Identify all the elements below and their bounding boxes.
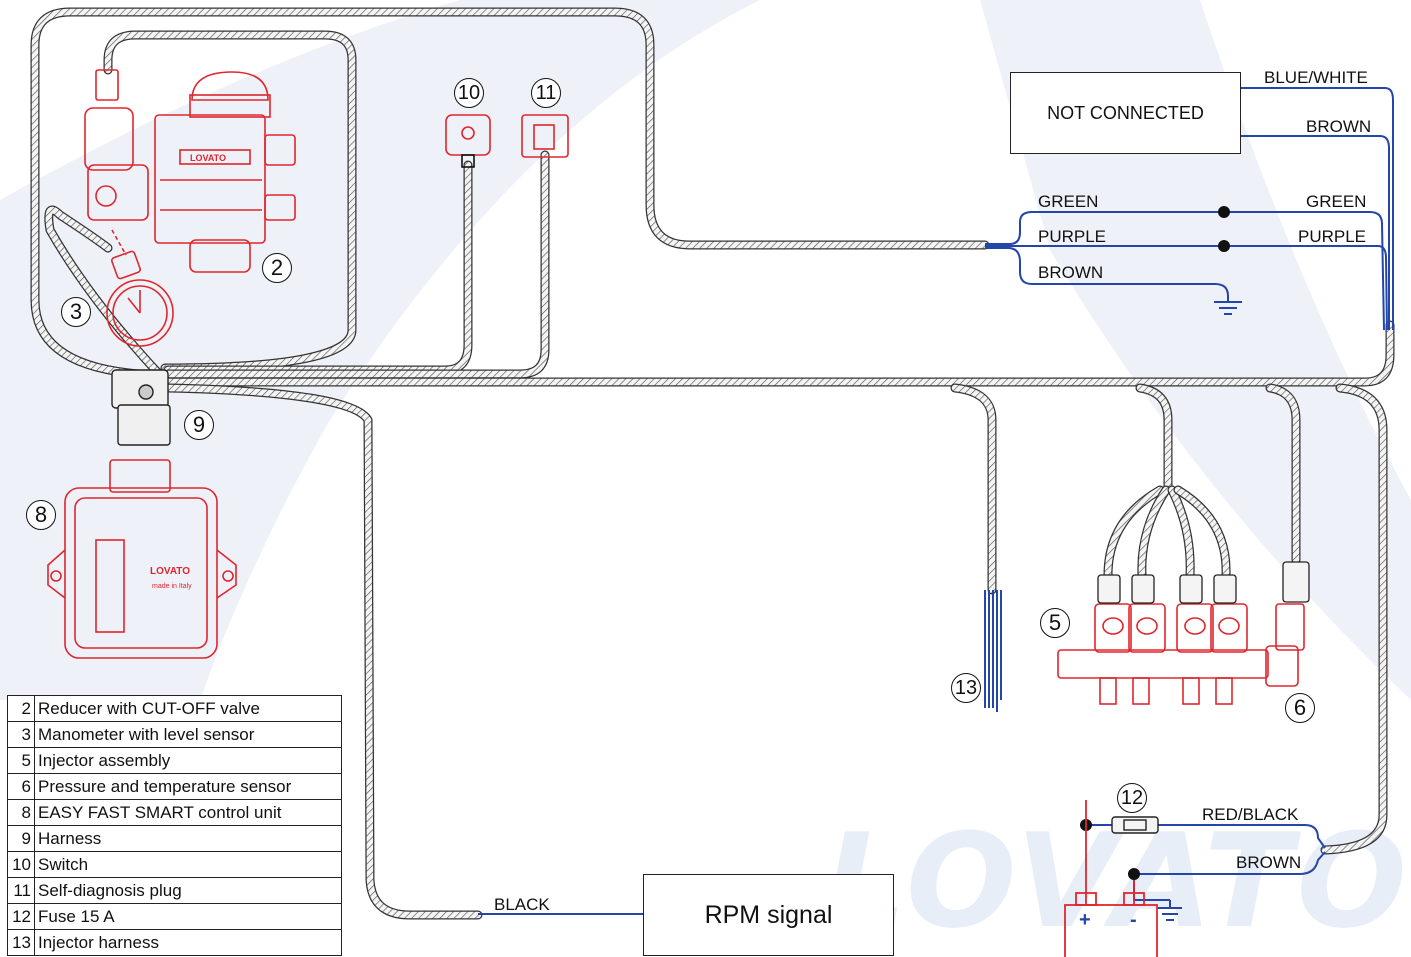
wire-label-purple-left: PURPLE (1038, 227, 1107, 246)
legend-num: 13 (7, 929, 35, 956)
rpm-signal-box: RPM signal (643, 874, 894, 956)
wire-label-red-black: RED/BLACK (1202, 805, 1299, 824)
ecu-logo-text: LOVATO (150, 566, 190, 577)
harness-cable-core (1321, 384, 1387, 854)
harness-cable-core (1104, 486, 1164, 579)
harness-cable-core (1138, 486, 1170, 579)
diagnosis-plug-11 (521, 114, 569, 158)
legend-num: 6 (7, 773, 35, 800)
reducer-2 (84, 69, 296, 273)
control-unit-8 (47, 459, 237, 659)
ecu-subtitle-text: made in Italy (152, 583, 192, 590)
wire-label-green-right: GREEN (1306, 192, 1367, 211)
harness-cable-core (31, 8, 989, 379)
harness-cable-core (164, 384, 482, 919)
not-connected-box: NOT CONNECTED (1010, 72, 1241, 154)
fuse-12 (1111, 816, 1159, 834)
legend-num: 12 (7, 903, 35, 930)
battery-ground-symbol (1158, 900, 1182, 921)
legend-text: Manometer with level sensor (34, 721, 342, 748)
legend-num: 3 (7, 721, 35, 748)
callout-13: 13 (951, 673, 981, 703)
harness-connector-9 (111, 369, 171, 446)
legend-num: 11 (7, 877, 35, 904)
callout-5: 5 (1040, 608, 1070, 638)
harness-cable-fill (30, 7, 1395, 920)
callout-11: 11 (531, 78, 561, 108)
legend-text: Fuse 15 A (34, 903, 342, 930)
injector-plugs (1097, 561, 1310, 604)
harness-cable-core (1136, 384, 1172, 494)
switch-10 (445, 114, 491, 168)
injector-assembly-5 (1057, 603, 1269, 705)
harness-cable-core (1266, 384, 1300, 564)
wire-label-purple-right: PURPLE (1298, 227, 1367, 246)
harness-cable-core (164, 151, 549, 378)
manometer-3 (106, 229, 174, 347)
legend-text: Self-diagnosis plug (34, 877, 342, 904)
legend-text: Injector harness (34, 929, 342, 956)
blue-wires (478, 87, 1394, 915)
wire-label-brown-top: BROWN (1306, 117, 1372, 136)
callout-9: 9 (184, 410, 214, 440)
callout-3: 3 (61, 297, 91, 327)
battery-plus: + (1079, 909, 1091, 931)
harness-cable-outline (950, 383, 997, 595)
harness-cable-core (164, 321, 1394, 386)
harness-cable-core (1174, 486, 1230, 579)
legend-text: Switch (34, 851, 342, 878)
background-swoosh (0, 0, 1411, 700)
ground-symbol (1214, 296, 1242, 315)
legend-text: Pressure and temperature sensor (34, 773, 342, 800)
wire-label-brown-ground: BROWN (1038, 263, 1104, 282)
wire-label-brown-battery: BROWN (1236, 853, 1302, 872)
wire-label-blue-white: BLUE/WHITE (1264, 68, 1368, 87)
legend-text: EASY FAST SMART control unit (34, 799, 342, 826)
harness-cable-core (1168, 486, 1194, 579)
callout-2: 2 (262, 253, 292, 283)
battery-minus: - (1130, 909, 1137, 931)
legend-num: 5 (7, 747, 35, 774)
callout-8: 8 (26, 500, 56, 530)
legend-num: 8 (7, 799, 35, 826)
sensor-6 (1265, 603, 1305, 687)
callout-6: 6 (1285, 693, 1315, 723)
legend-text: Reducer with CUT-OFF valve (34, 695, 342, 722)
battery (1064, 800, 1158, 957)
harness-cable-core (951, 384, 996, 594)
callout-12: 12 (1117, 783, 1147, 813)
legend-text: Injector assembly (34, 747, 342, 774)
wire-label-black: BLACK (494, 895, 550, 914)
harness-cable-core (104, 31, 356, 372)
legend-text: Harness (34, 825, 342, 852)
legend-num: 9 (7, 825, 35, 852)
wire-label-green-left: GREEN (1038, 192, 1099, 211)
reducer-logo-text: LOVATO (190, 153, 226, 163)
callout-10: 10 (454, 78, 484, 108)
legend-num: 2 (7, 695, 35, 722)
legend-num: 10 (7, 851, 35, 878)
splice-dots (1080, 206, 1230, 880)
